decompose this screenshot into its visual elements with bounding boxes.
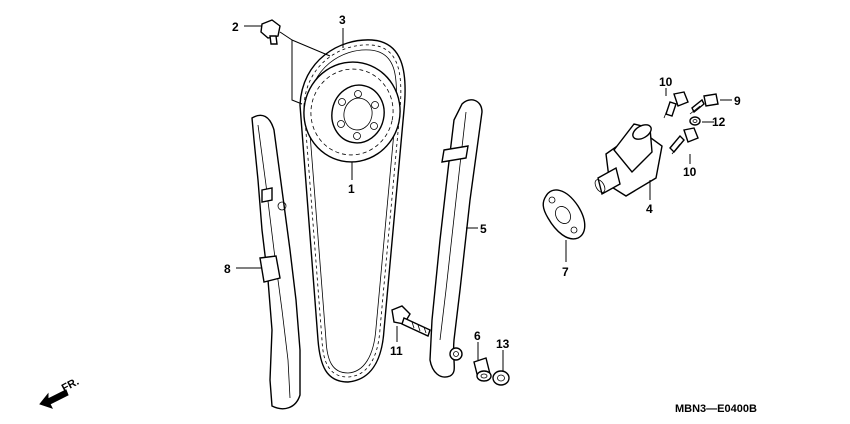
front-direction-label: FR. (60, 376, 81, 395)
bolt-10-upper (663, 91, 689, 119)
callout-1: 1 (348, 182, 355, 196)
callout-2: 2 (232, 20, 239, 34)
cam-sprocket (303, 61, 401, 163)
tensioner-lifter (594, 123, 663, 197)
callout-5: 5 (480, 222, 487, 236)
bolt-9 (689, 93, 719, 115)
diagram-code: MBN3—E0400B (675, 403, 757, 415)
leader-lines (236, 25, 732, 372)
o-ring (689, 116, 701, 126)
front-direction-arrow-icon (39, 389, 69, 409)
callout-4: 4 (646, 202, 653, 216)
sprocket-bolt (260, 19, 281, 45)
collar (473, 357, 492, 382)
callout-9: 9 (734, 94, 741, 108)
cam-chain-guide (251, 114, 301, 410)
callout-3: 3 (339, 13, 346, 27)
callout-8: 8 (224, 262, 231, 276)
callout-7: 7 (562, 265, 569, 279)
callout-10-lower: 10 (683, 165, 697, 179)
callout-10-upper: 10 (659, 75, 673, 89)
washer-13 (492, 370, 510, 386)
tensioner-gasket (542, 189, 586, 240)
callout-13: 13 (496, 337, 510, 351)
callout-6: 6 (474, 329, 481, 343)
tensioner-slipper (429, 99, 483, 378)
bolt-10-lower (669, 127, 699, 155)
callout-12: 12 (712, 115, 726, 129)
pivot-bolt (391, 305, 431, 337)
callout-11: 11 (390, 344, 403, 358)
